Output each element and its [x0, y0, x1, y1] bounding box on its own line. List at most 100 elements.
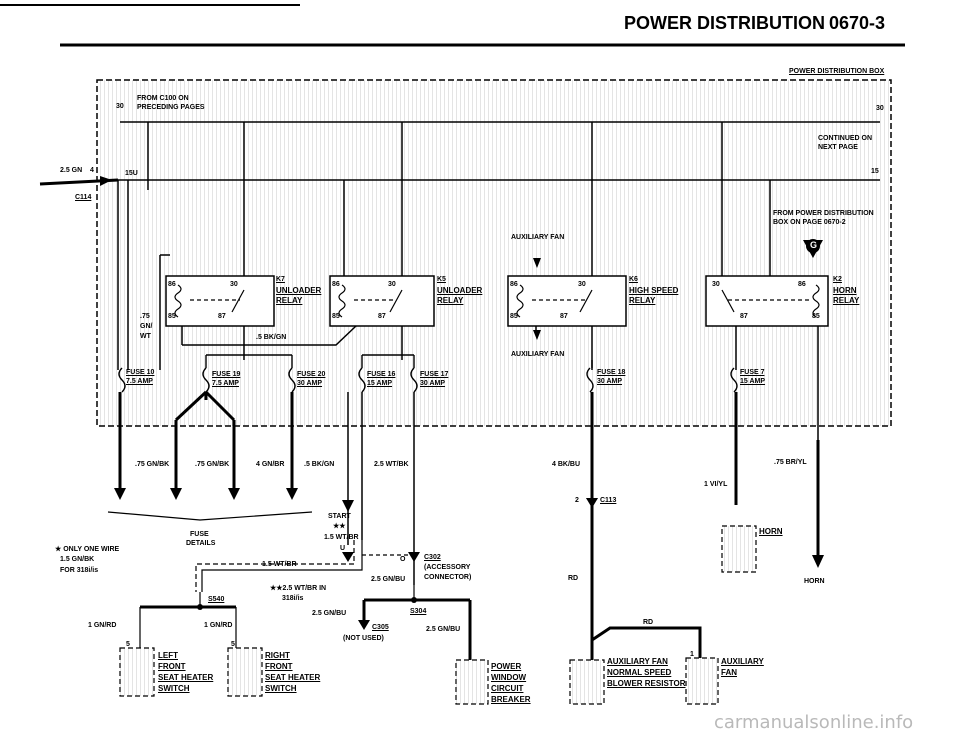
relay-k2-87: 87: [740, 313, 748, 320]
start-stars: ★★: [333, 523, 346, 530]
horn-label: HORN: [804, 578, 825, 585]
wire-15wtbr2: 1.5 WT/BR: [262, 561, 297, 568]
relay-k7-name2: RELAY: [276, 296, 303, 305]
left-seat-line1: LEFT: [158, 651, 178, 660]
relay-k7-87: 87: [218, 313, 226, 320]
preceding-pages: PRECEDING PAGES: [137, 104, 205, 111]
power-window-line3: CIRCUIT: [491, 684, 524, 693]
wire-75gnwt-c: WT: [140, 333, 151, 340]
left-seat-switch-box: [119, 647, 155, 697]
from-c100: FROM C100 ON: [137, 95, 189, 102]
relay-k6-name1: HIGH SPEED: [629, 286, 679, 295]
wire-rd-1: RD: [568, 575, 579, 582]
next-page: NEXT PAGE: [818, 144, 858, 151]
aux-resistor-line1: AUXILIARY FAN: [607, 657, 668, 666]
term30-left: 30: [116, 103, 124, 110]
aux-resistor-box: [569, 659, 605, 705]
fuse-18-symbol: [586, 367, 594, 393]
term15-left: 15U: [125, 170, 138, 177]
wire-rd-2: RD: [643, 619, 654, 626]
relay-k7-id: K7: [276, 276, 285, 283]
relay-k5-name1: UNLOADER: [437, 286, 483, 295]
relay-k6-87: 87: [560, 313, 568, 320]
wire-in-label: 2.5 GN: [60, 167, 83, 174]
wire-25gnbu: 2.5 GN/BU: [371, 576, 406, 583]
wire-25gnbu3: 2.5 GN/BU: [426, 626, 461, 633]
from-pdb: FROM POWER DISTRIBUTION: [773, 210, 874, 217]
connector-c305: C305: [372, 624, 389, 631]
fuse-7-name: FUSE 7: [740, 369, 765, 376]
relay-k6-id: K6: [629, 276, 638, 283]
wire-1gnrd-left: 1 GN/RD: [88, 622, 117, 629]
note-only-one-2: 1.5 GN/BK: [60, 556, 95, 563]
wire-1viyl: 1 VI/YL: [704, 481, 728, 488]
power-window-line1: POWER: [491, 662, 522, 671]
relay-k2-86: 86: [798, 281, 806, 288]
page-code: 0670-3: [829, 13, 886, 33]
fuse-10-name: FUSE 10: [126, 369, 155, 376]
term30-right: 30: [876, 105, 884, 112]
fuse-18-name: FUSE 18: [597, 369, 626, 376]
power-window-breaker-box: [455, 659, 489, 705]
o-label: O: [400, 556, 406, 563]
left-seat-line3: SEAT HEATER: [158, 673, 214, 682]
fuse-16-amp: 15 AMP: [367, 380, 393, 387]
power-window-line4: BREAKER: [491, 695, 531, 704]
relay-k5-85: 85: [332, 313, 340, 320]
g-marker: G: [810, 240, 818, 250]
fuse-18-amp: 30 AMP: [597, 378, 623, 385]
relay-k5-30: 30: [388, 281, 396, 288]
box-title: POWER DISTRIBUTION BOX: [789, 68, 885, 75]
fuse-19-amp: 7.5 AMP: [212, 380, 239, 387]
wire-4gnbr: 4 GN/BR: [256, 461, 285, 468]
fuse-20-symbol: [288, 367, 296, 393]
note-only-one-1: ★ ONLY ONE WIRE: [55, 546, 120, 553]
wire-75gnbk-2: .75 GN/BK: [195, 461, 230, 468]
relay-k6-85: 85: [510, 313, 518, 320]
fuse-17-name: FUSE 17: [420, 371, 449, 378]
relay-k6-30: 30: [578, 281, 586, 288]
aux-fan-bottom: AUXILIARY FAN: [511, 351, 565, 358]
fuse-20-amp: 30 AMP: [297, 380, 323, 387]
wire-in-num: 4: [90, 167, 94, 174]
fuse-10-amp: 7.5 AMP: [126, 378, 153, 385]
horn-box-label: HORN: [759, 527, 783, 536]
aux-fan-line1: AUXILIARY: [721, 657, 764, 666]
wire-75gnwt-a: .75: [140, 313, 150, 320]
connector-c302: C302: [424, 554, 441, 561]
wire-25wtbr-in: ★★2.5 WT/BR IN: [270, 585, 327, 592]
continued-on: CONTINUED ON: [818, 135, 873, 142]
relay-k5-id: K5: [437, 276, 446, 283]
fuse-details-1: FUSE: [190, 531, 209, 538]
watermark: carmanualsonline.info: [714, 712, 914, 733]
connector-label: CONNECTOR): [424, 574, 472, 581]
aux-fan-top: AUXILIARY FAN: [511, 234, 565, 241]
wire-75bryl: .75 BR/YL: [774, 459, 807, 466]
fuse-7-symbol: [730, 367, 738, 393]
power-window-line2: WINDOW: [491, 673, 527, 682]
relay-k2-name2: RELAY: [833, 296, 860, 305]
relay-k7-30: 30: [230, 281, 238, 288]
fuse-19-name: FUSE 19: [212, 371, 241, 378]
fuse-7-amp: 15 AMP: [740, 378, 766, 385]
right-seat-line4: SWITCH: [265, 684, 297, 693]
aux-resistor-line2: NORMAL SPEED: [607, 668, 672, 677]
horn-box: [721, 525, 757, 573]
right-seat-line2: FRONT: [265, 662, 293, 671]
fuse-16-name: FUSE 16: [367, 371, 396, 378]
aux-resistor-line3: BLOWER RESISTOR: [607, 679, 686, 688]
fuse-details-2: DETAILS: [186, 540, 216, 547]
term15-right: 15: [871, 168, 879, 175]
relay-k6-86: 86: [510, 281, 518, 288]
relay-k2-name1: HORN: [833, 286, 857, 295]
wire-4bkbu: 4 BK/BU: [552, 461, 581, 468]
relay-k5-name2: RELAY: [437, 296, 464, 305]
fuse-17-amp: 30 AMP: [420, 380, 446, 387]
relay-k2-85: 85: [812, 313, 820, 320]
u-label: U: [340, 545, 346, 552]
aux-fan-box: [685, 657, 719, 705]
splice-s304: S304: [410, 608, 427, 615]
wire-75gnwt-b: GN/: [140, 323, 153, 330]
